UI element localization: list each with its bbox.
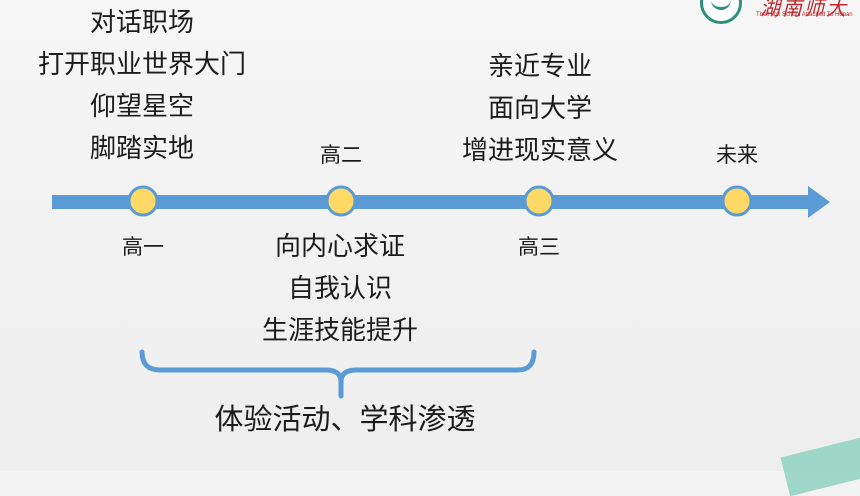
grade3-line: 面向大学 — [487, 94, 592, 124]
grade2-line: 向内心求证 — [274, 232, 405, 262]
grade1-line: 打开职业世界大门 — [37, 50, 246, 80]
grade3-text-group: 亲近专业 面向大学 增进现实意义 — [440, 46, 640, 172]
timeline-arrowhead — [808, 186, 830, 218]
timeline-arrow-shaft — [52, 195, 812, 209]
grade2-line: 生涯技能提升 — [261, 316, 418, 346]
grade1-text-group: 对话职场 打开职业世界大门 仰望星空 脚踏实地 — [22, 2, 262, 170]
grade3-line: 增进现实意义 — [461, 136, 618, 166]
logo-subtitle: The High School Attached To Hunan — [756, 12, 853, 18]
timeline-node-grade1 — [127, 185, 159, 217]
bottom-caption: 体验活动、学科渗透 — [214, 402, 476, 436]
grade2-line: 自我认识 — [287, 274, 392, 304]
grade1-line: 脚踏实地 — [89, 134, 194, 164]
timeline-label-grade1: 高一 — [122, 235, 164, 259]
timeline-node-grade2 — [325, 185, 357, 217]
grade1-line: 仰望星空 — [89, 92, 194, 122]
logo-script-text: 湖南师大 — [760, 0, 848, 20]
grade2-text-group: 向内心求证 自我认识 生涯技能提升 — [240, 226, 440, 352]
grade1-line: 对话职场 — [89, 8, 194, 38]
timeline-label-future: 未来 — [716, 143, 758, 167]
school-seal-icon — [700, 0, 742, 24]
curly-brace — [139, 349, 537, 399]
grade3-line: 亲近专业 — [487, 52, 592, 82]
corner-decoration — [780, 435, 860, 496]
timeline-node-grade3 — [523, 185, 555, 217]
timeline-label-grade3: 高三 — [518, 235, 560, 259]
timeline-label-grade2: 高二 — [320, 143, 362, 167]
school-logo: 湖南师大 The High School Attached To Hunan — [694, 0, 860, 26]
timeline-node-future — [721, 185, 753, 217]
